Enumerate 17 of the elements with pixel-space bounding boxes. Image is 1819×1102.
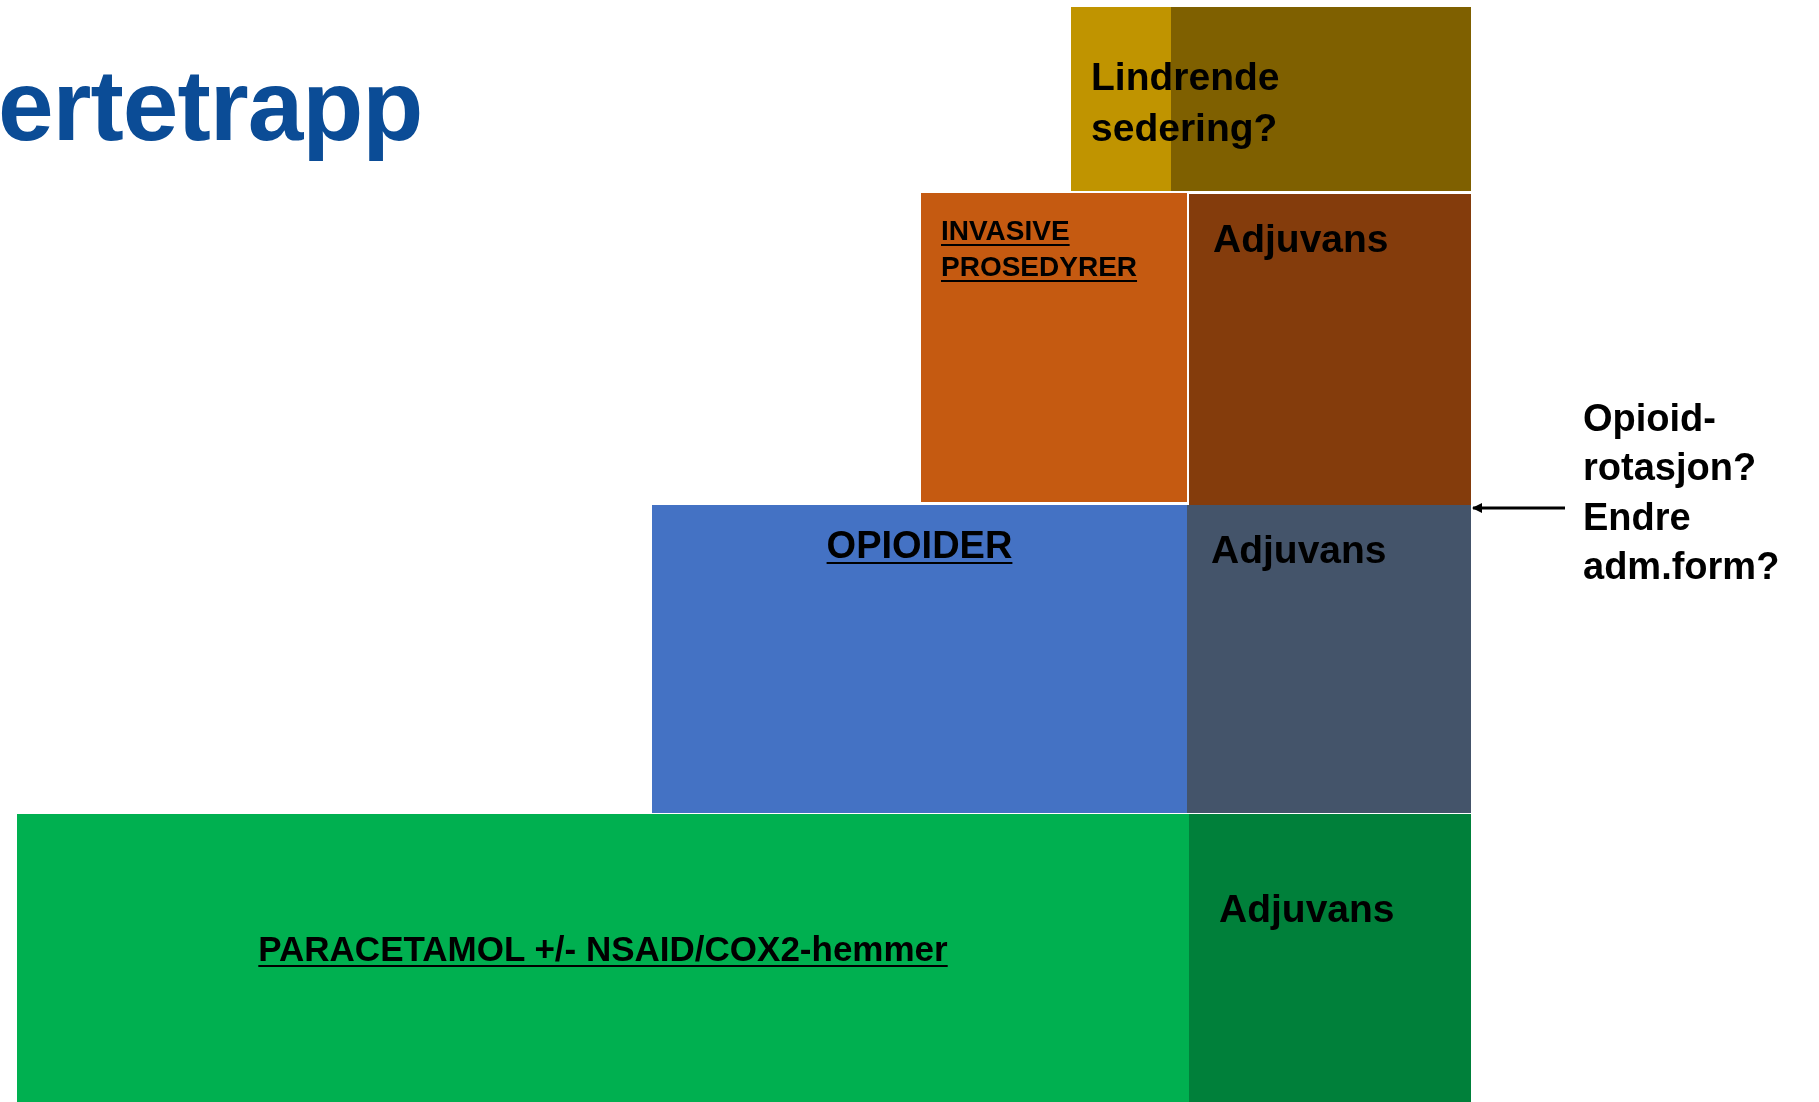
- title: ertetrapp: [0, 48, 423, 163]
- step-label: Adjuvans: [1211, 527, 1387, 573]
- step-label: Adjuvans: [1213, 216, 1389, 262]
- adjuvant-box: [1187, 505, 1471, 813]
- step-label: Adjuvans: [1219, 886, 1395, 932]
- step-box: [17, 814, 1189, 1102]
- note-text: Opioid- rotasjon? Endre adm.form?: [1583, 396, 1781, 590]
- step-label: INVASIVE PROSEDYRER: [941, 214, 1139, 285]
- step-box: [921, 193, 1187, 502]
- adjuvant-box: [1189, 194, 1471, 505]
- step-label: Lindrende sedering?: [1091, 54, 1281, 151]
- adjuvant-box: [1189, 814, 1471, 1102]
- step-label: OPIOIDER: [826, 523, 1013, 568]
- step-box: [1071, 7, 1471, 191]
- step-label: PARACETAMOL +/- NSAID/COX2-hemmer: [258, 928, 948, 970]
- arrow: [1472, 503, 1565, 513]
- step-box: [652, 505, 1187, 813]
